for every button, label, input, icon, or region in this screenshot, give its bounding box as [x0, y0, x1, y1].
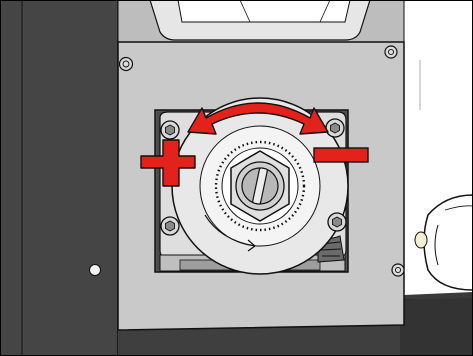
hopper-top	[118, 0, 404, 42]
hex-screw-top-left	[161, 121, 179, 139]
panel-screw-top-left	[120, 58, 133, 71]
panel-screw-bottom-right	[392, 264, 404, 276]
hex-screw-top-right	[326, 119, 344, 137]
left-body-screw	[90, 265, 101, 276]
hex-screw-bottom-right	[328, 213, 346, 231]
panel-screw-top-right	[385, 46, 397, 58]
machine-left-body	[0, 0, 120, 356]
hex-screw-bottom-left	[161, 217, 179, 235]
minus-sign-icon	[314, 148, 368, 162]
